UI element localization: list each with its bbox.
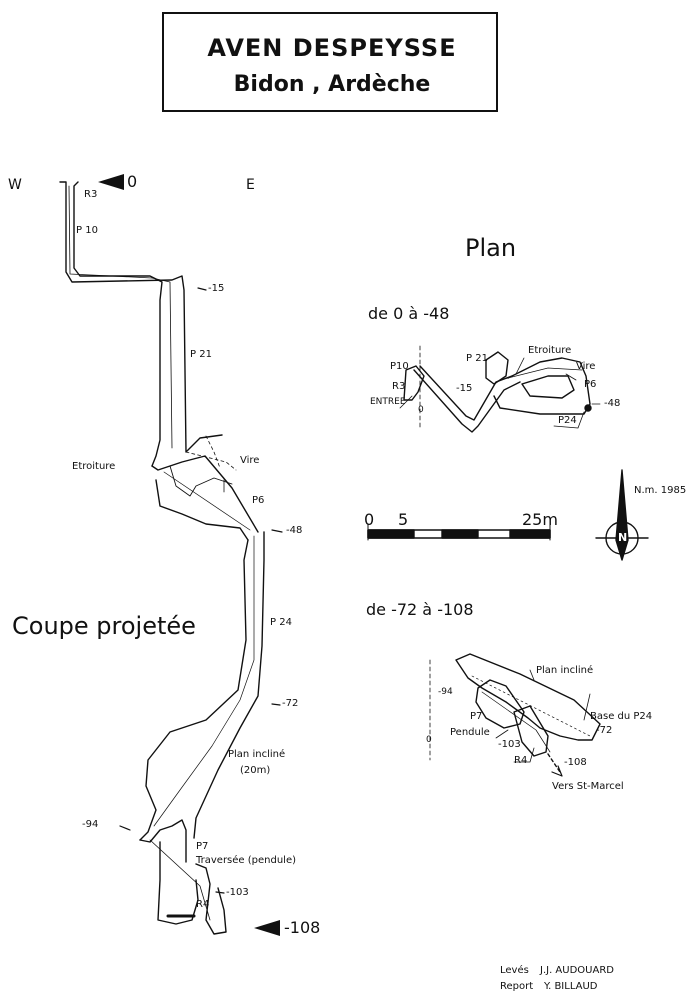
section-level-48: -48 <box>286 525 303 536</box>
plan-label-vire: Vire <box>576 361 596 372</box>
section-caption: Coupe projetée <box>12 612 196 640</box>
section-level-103: -103 <box>226 887 249 898</box>
north-arrow-label: N.m. 1985 <box>634 485 687 496</box>
plan-label-vers-st-marcel: Vers St-Marcel <box>552 781 624 792</box>
label-r3: R3 <box>84 189 98 200</box>
scale-bar <box>367 523 551 541</box>
plan-label-p7: P7 <box>470 711 483 722</box>
label-plan-incline: Plan incliné <box>228 749 286 760</box>
north-arrow-icon <box>595 469 649 561</box>
plan-level-15: -15 <box>456 383 473 394</box>
section-level-ticks <box>119 287 283 894</box>
credit-report-label: Report <box>500 981 534 992</box>
label-traversee: Traversée (pendule) <box>196 855 297 866</box>
compass-west: W <box>8 177 22 193</box>
level-arrow-zero-icon <box>98 174 124 190</box>
title-cave-name: AVEN DESPEYSSE <box>207 34 457 62</box>
plan-lower-heading: de -72 à -108 <box>366 600 474 619</box>
plan-leaders <box>399 357 601 763</box>
title-box: AVEN DESPEYSSE Bidon , Ardèche <box>162 12 498 112</box>
plan-level-108: -108 <box>564 757 587 768</box>
plan-lower-zero: 0 <box>426 735 432 745</box>
scale-label-25m: 25m <box>522 510 558 529</box>
credit-leves-label: Levés <box>500 965 529 976</box>
label-p24: P 24 <box>270 617 292 628</box>
credit-leves-name: J.J. AUDOUARD <box>540 965 614 976</box>
title-location: Bidon , Ardèche <box>233 72 431 97</box>
plan-label-etroiture: Etroiture <box>528 345 572 356</box>
plan-label-p10: P10 <box>390 361 409 372</box>
plan-label-entree: ENTREE <box>370 397 406 407</box>
section-level-15: -15 <box>208 283 225 294</box>
plan-label-p24: P24 <box>558 415 577 426</box>
section-level-108: -108 <box>284 918 321 937</box>
section-level-0: 0 <box>127 172 138 191</box>
label-plan-incline-length: (20m) <box>240 765 271 776</box>
plan-level-103: -103 <box>498 739 521 750</box>
plan-label-plan-incline: Plan incliné <box>536 665 594 676</box>
plan-upper-zero: 0 <box>418 405 424 415</box>
plan-label-p6: P6 <box>584 379 597 390</box>
plan-label-base-p24: Base du P24 <box>590 711 653 722</box>
scale-label-5: 5 <box>398 510 409 529</box>
level-arrow-bottom-icon <box>254 920 280 936</box>
north-arrow-letter: N <box>618 531 628 544</box>
label-r4: R4 <box>196 899 210 910</box>
plan-level-48: -48 <box>604 398 621 409</box>
plan-level-72: -72 <box>596 725 613 736</box>
credit-report-name: Y. BILLAUD <box>544 981 598 992</box>
label-p6: P6 <box>252 495 265 506</box>
plan-upper-heading: de 0 à -48 <box>368 304 450 323</box>
label-etroiture: Etroiture <box>72 461 116 472</box>
plan-upper-outline <box>403 345 592 433</box>
plan-label-p21: P 21 <box>466 353 488 364</box>
label-p7: P7 <box>196 841 209 852</box>
section-profile <box>59 181 265 935</box>
section-level-72: -72 <box>282 698 299 709</box>
compass-east: E <box>246 177 255 193</box>
plan-label-r4: R4 <box>514 755 528 766</box>
label-vire: Vire <box>240 455 260 466</box>
plan-title: Plan <box>465 234 517 262</box>
label-p10: P 10 <box>76 225 98 236</box>
plan-label-pendule: Pendule <box>450 727 490 738</box>
plan-level-94: -94 <box>438 687 453 697</box>
plan-lower-outline <box>429 653 601 777</box>
label-p21: P 21 <box>190 349 212 360</box>
scale-label-0: 0 <box>364 510 375 529</box>
plan-label-r3: R3 <box>392 381 406 392</box>
section-level-94: -94 <box>82 819 99 830</box>
